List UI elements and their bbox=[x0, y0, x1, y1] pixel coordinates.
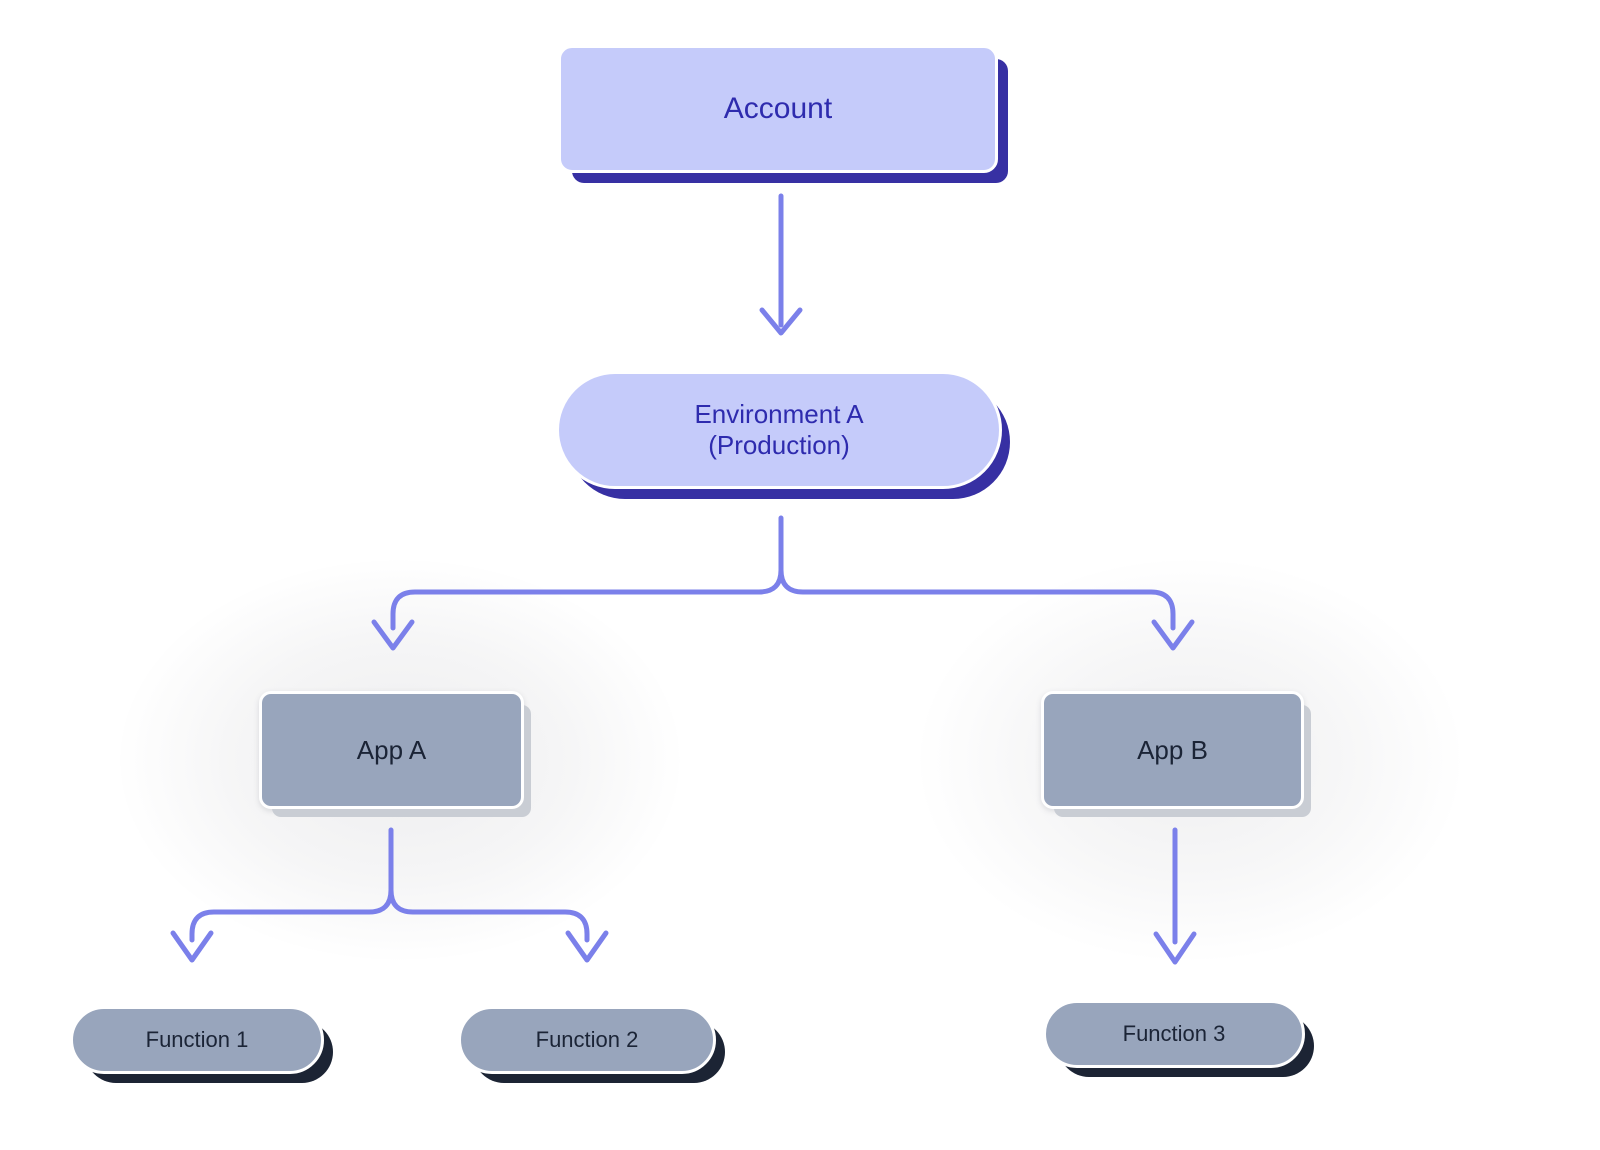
node-account[interactable]: Account bbox=[558, 45, 998, 173]
node-environment-a-label: Environment A (Production) bbox=[694, 399, 863, 460]
node-function-3-label: Function 3 bbox=[1122, 1021, 1226, 1047]
node-environment-a-label-line2: (Production) bbox=[708, 430, 850, 460]
node-app-a[interactable]: App A bbox=[259, 691, 524, 809]
edge-environment-a-to-app-b bbox=[778, 567, 1195, 651]
node-app-b-label: App B bbox=[1137, 734, 1208, 765]
node-app-b[interactable]: App B bbox=[1041, 691, 1304, 809]
node-function-2[interactable]: Function 2 bbox=[458, 1006, 716, 1074]
edge-app-a-to-function-2 bbox=[388, 887, 609, 963]
node-app-a-label: App A bbox=[356, 734, 427, 765]
node-function-2-label: Function 2 bbox=[535, 1027, 639, 1053]
node-function-1[interactable]: Function 1 bbox=[70, 1006, 324, 1074]
node-account-label: Account bbox=[723, 92, 833, 126]
edge-account-to-environment-a bbox=[759, 193, 803, 336]
node-environment-a-label-line1: Environment A bbox=[694, 399, 864, 430]
edge-app-b-to-function-3 bbox=[1153, 827, 1197, 965]
node-function-1-label: Function 1 bbox=[145, 1027, 249, 1053]
node-environment-a[interactable]: Environment A (Production) bbox=[556, 371, 1002, 489]
node-function-3[interactable]: Function 3 bbox=[1043, 1000, 1305, 1068]
edge-app-a-to-function-1 bbox=[170, 827, 394, 963]
edge-environment-a-to-app-a bbox=[371, 515, 784, 651]
